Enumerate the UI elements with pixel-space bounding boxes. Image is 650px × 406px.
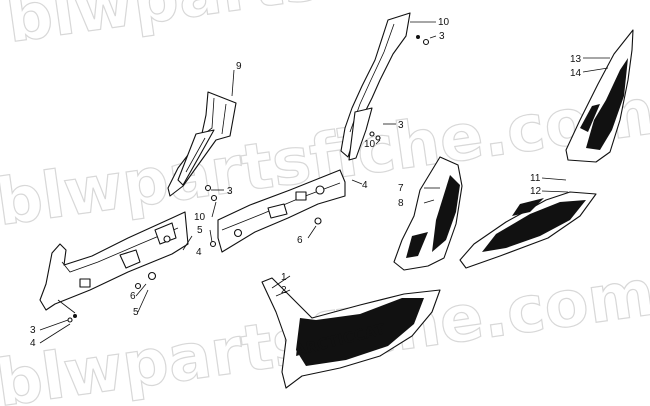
upper-bracket-right: [340, 12, 411, 161]
side-panel-7-8: [393, 156, 463, 271]
callout-14: 14: [570, 68, 582, 79]
callout-12: 12: [530, 186, 542, 197]
callout-1: 1: [281, 272, 287, 283]
callout-3: 3: [439, 31, 445, 42]
callout-10: 10: [364, 139, 376, 150]
callout-5: 5: [133, 307, 139, 318]
callout-10: 10: [194, 212, 206, 223]
side-rail-left: [39, 184, 218, 323]
side-rail-right: [209, 35, 430, 253]
callout-4: 4: [196, 247, 202, 258]
callouts: 1 2 3 3 3 3 4 4 4 5 5 6 6 7 8 9 10 10 10…: [30, 17, 582, 349]
callout-2: 2: [281, 285, 287, 296]
callout-8: 8: [398, 198, 404, 209]
callout-6: 6: [130, 291, 136, 302]
callout-5: 5: [197, 225, 203, 236]
side-panel-11-12: [459, 191, 597, 269]
callout-11: 11: [530, 173, 541, 184]
callout-3: 3: [30, 325, 36, 336]
callout-4: 4: [30, 338, 36, 349]
watermark-top: blwpartsfiche.com: [2, 0, 650, 58]
upper-bracket-left: [167, 91, 237, 197]
side-panel-13-14: [565, 29, 634, 163]
callout-13: 13: [570, 54, 582, 65]
callout-3: 3: [398, 120, 404, 131]
callout-7: 7: [398, 183, 404, 194]
callout-3: 3: [227, 186, 233, 197]
callout-4: 4: [362, 180, 368, 191]
callout-10: 10: [438, 17, 450, 28]
leader-lines: [39, 21, 610, 344]
side-panel-1-2: ARCTICCAT: [261, 277, 441, 389]
callout-6: 6: [297, 235, 303, 246]
callout-9: 9: [236, 61, 242, 72]
